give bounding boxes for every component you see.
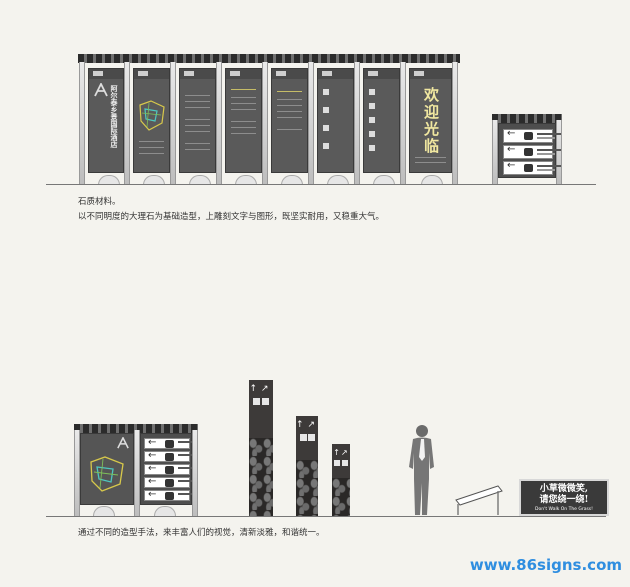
logo-icon [322,71,332,76]
panel-header [410,69,451,79]
logo-icon [230,71,240,76]
brand-a-icon [117,437,129,449]
facility-icon [323,107,329,113]
logo-icon [184,71,194,76]
info-panel-text [225,68,262,173]
arrow-left-icon: ← [507,144,516,155]
info-panel-text [271,68,308,173]
post [216,62,222,184]
info-panel-icons [363,68,400,173]
post [262,62,268,184]
panel-header [364,69,399,79]
logo-icon [138,71,148,76]
panel-header [89,69,123,79]
grass-sign-line1: 小草微微笑, [539,484,589,494]
post [124,62,130,184]
totem-tall: ↑↗ [249,380,273,516]
caption-conclusion: 通过不同的造型手法，来丰富人们的视觉，清新淡雅，和谐统一。 [78,528,325,538]
restaurant-icon [524,164,533,172]
arrow-up-icon: ↑↗ [249,384,273,394]
logo-icon [276,71,286,76]
logo-icon [368,71,378,76]
facility-icon [369,103,375,109]
panel-header [134,69,169,79]
panel-wall-cap [78,54,460,63]
person-silhouette [409,425,434,515]
post [170,62,176,184]
direction-row: ← [144,489,192,501]
site-map-icon [90,456,124,492]
facility-icon [300,434,307,441]
facility-icon [342,460,348,466]
direction-row: ← [144,463,192,475]
arrow-left-icon: ← [507,160,516,171]
facility-icon [253,398,260,405]
arrow-left-icon: ← [148,476,157,487]
grass-sign-line2: 请您绕一绕! [539,495,589,505]
facility-icon [334,460,340,466]
direction-row: ← [144,437,192,449]
facility-icon [369,145,375,151]
logo-icon [414,71,424,76]
post [354,62,360,184]
keep-off-grass-sign: 小草微微笑, 请您绕一绕! Don't Walk On The Grass! [519,479,609,516]
post [308,62,314,184]
welcome-title: 欢迎光临 [422,87,440,155]
facility-icon [323,143,329,149]
panel-header [318,69,353,79]
post [400,62,406,184]
arrow-left-icon: ← [148,489,157,500]
facility-icon [369,117,375,123]
direction-row: ← [144,450,192,462]
post [452,62,458,184]
site-map-icon [139,100,165,131]
direction-row: ← [503,128,561,143]
info-panel-map [133,68,170,173]
facility-icon [369,89,375,95]
info-panel-welcome: 欢迎光临 [409,68,452,173]
site-url[interactable]: www.86signs.com [469,556,622,574]
facility-icon [323,125,329,131]
bar-icon [524,148,533,156]
caption-material: 石质材料。 [78,197,121,207]
info-panel-text [179,68,216,173]
ground-plaque [455,485,503,515]
arrow-left-icon: ← [148,450,157,461]
totem-medium: ↑↗ [296,416,318,516]
direction-row: ← [503,160,561,175]
ground-line-top [46,184,596,185]
direction-row: ← [144,476,192,488]
lobby-icon [524,132,533,140]
info-panel-title: 阿尔泰乡景国际酒店 [88,68,124,173]
panel-header [180,69,215,79]
panel-header [272,69,307,79]
directional-sign-small: ← ← ← [492,114,562,185]
brand-a-icon [94,83,108,97]
arrow-up-icon: ↑↗ [333,448,349,457]
panel-header [226,69,261,79]
info-panel-icons [317,68,354,173]
directory-sign: ← ← ← ← ← [74,424,198,516]
direction-panel: ← ← ← ← ← [140,433,192,505]
arrow-up-icon: ↑↗ [296,420,318,430]
direction-row: ← [503,144,561,159]
grass-sign-subtitle: Don't Walk On The Grass! [535,507,593,512]
map-panel [80,433,134,505]
facility-icon [262,398,269,405]
arrow-left-icon: ← [148,437,157,448]
panel-wall [78,54,460,185]
facility-icon [369,131,375,137]
arrow-left-icon: ← [507,128,516,139]
caption-description: 以不同明度的大理石为基础造型，上雕刻文字与图形，既坚实耐用，又稳重大气。 [78,212,385,222]
facility-icon [323,89,329,95]
hotel-name-vertical: 阿尔泰乡景国际酒店 [110,85,118,148]
facility-icon [308,434,315,441]
arrow-left-icon: ← [148,463,157,474]
totem-short: ↑↗ [332,444,350,516]
ground-line-bottom [46,516,606,517]
post [79,62,85,184]
logo-icon [93,71,103,76]
